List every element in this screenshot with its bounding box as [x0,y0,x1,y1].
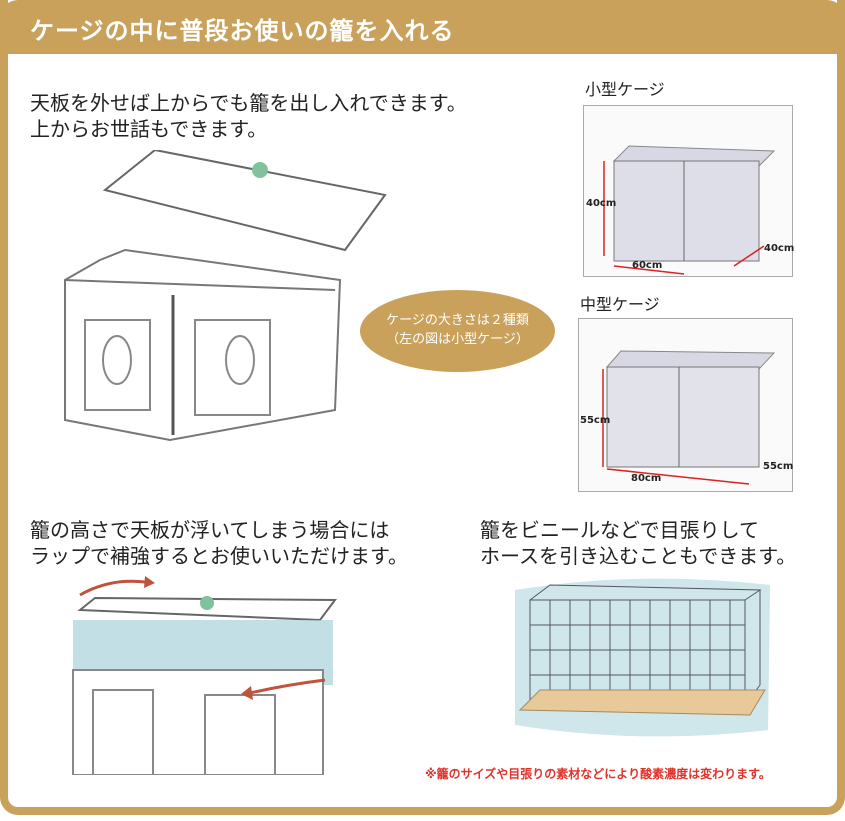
cage-illustration-lid-open [64,150,387,442]
oxygen-note: ※籠のサイズや目張りの素材などにより酸素濃度は変わります。 [425,767,771,781]
medium-height-dim: 55cm [580,415,610,426]
wrap-reinforce-illustration [72,576,337,775]
page-title: ケージの中に普段お使いの籠を入れる [30,17,455,45]
medium-cage-label: 中型ケージ [580,295,660,314]
small-depth-dim: 40cm [764,243,794,254]
small-cage-photo: 40cm 60cm 40cm [583,105,794,277]
small-width-dim: 60cm [632,260,662,271]
small-cage-label: 小型ケージ [585,80,665,99]
header-banner: ケージの中に普段お使いの籠を入れる [0,0,845,54]
small-height-dim: 40cm [586,198,616,209]
hose-text: 籠をビニールなどで目張りして ホースを引き込むこともできます。 [480,518,797,568]
wire-cage-illustration [515,578,770,737]
badge-line-1: ケージの大きさは２種類 [386,313,529,328]
lid-removal-text: 天板を外せば上からでも籠を出し入れできます。 上からお世話もできます。 [30,91,467,141]
size-badge: ケージの大きさは２種類 （左の図は小型ケージ） [360,290,555,372]
wrap-reinforce-text: 籠の高さで天板が浮いてしまう場合には ラップで補強するとお使いいただけます。 [30,518,408,568]
badge-line-2: （左の図は小型ケージ） [386,332,529,347]
medium-width-dim: 80cm [631,473,661,484]
medium-depth-dim: 55cm [763,461,793,472]
medium-cage-photo: 55cm 80cm 55cm [578,318,793,492]
